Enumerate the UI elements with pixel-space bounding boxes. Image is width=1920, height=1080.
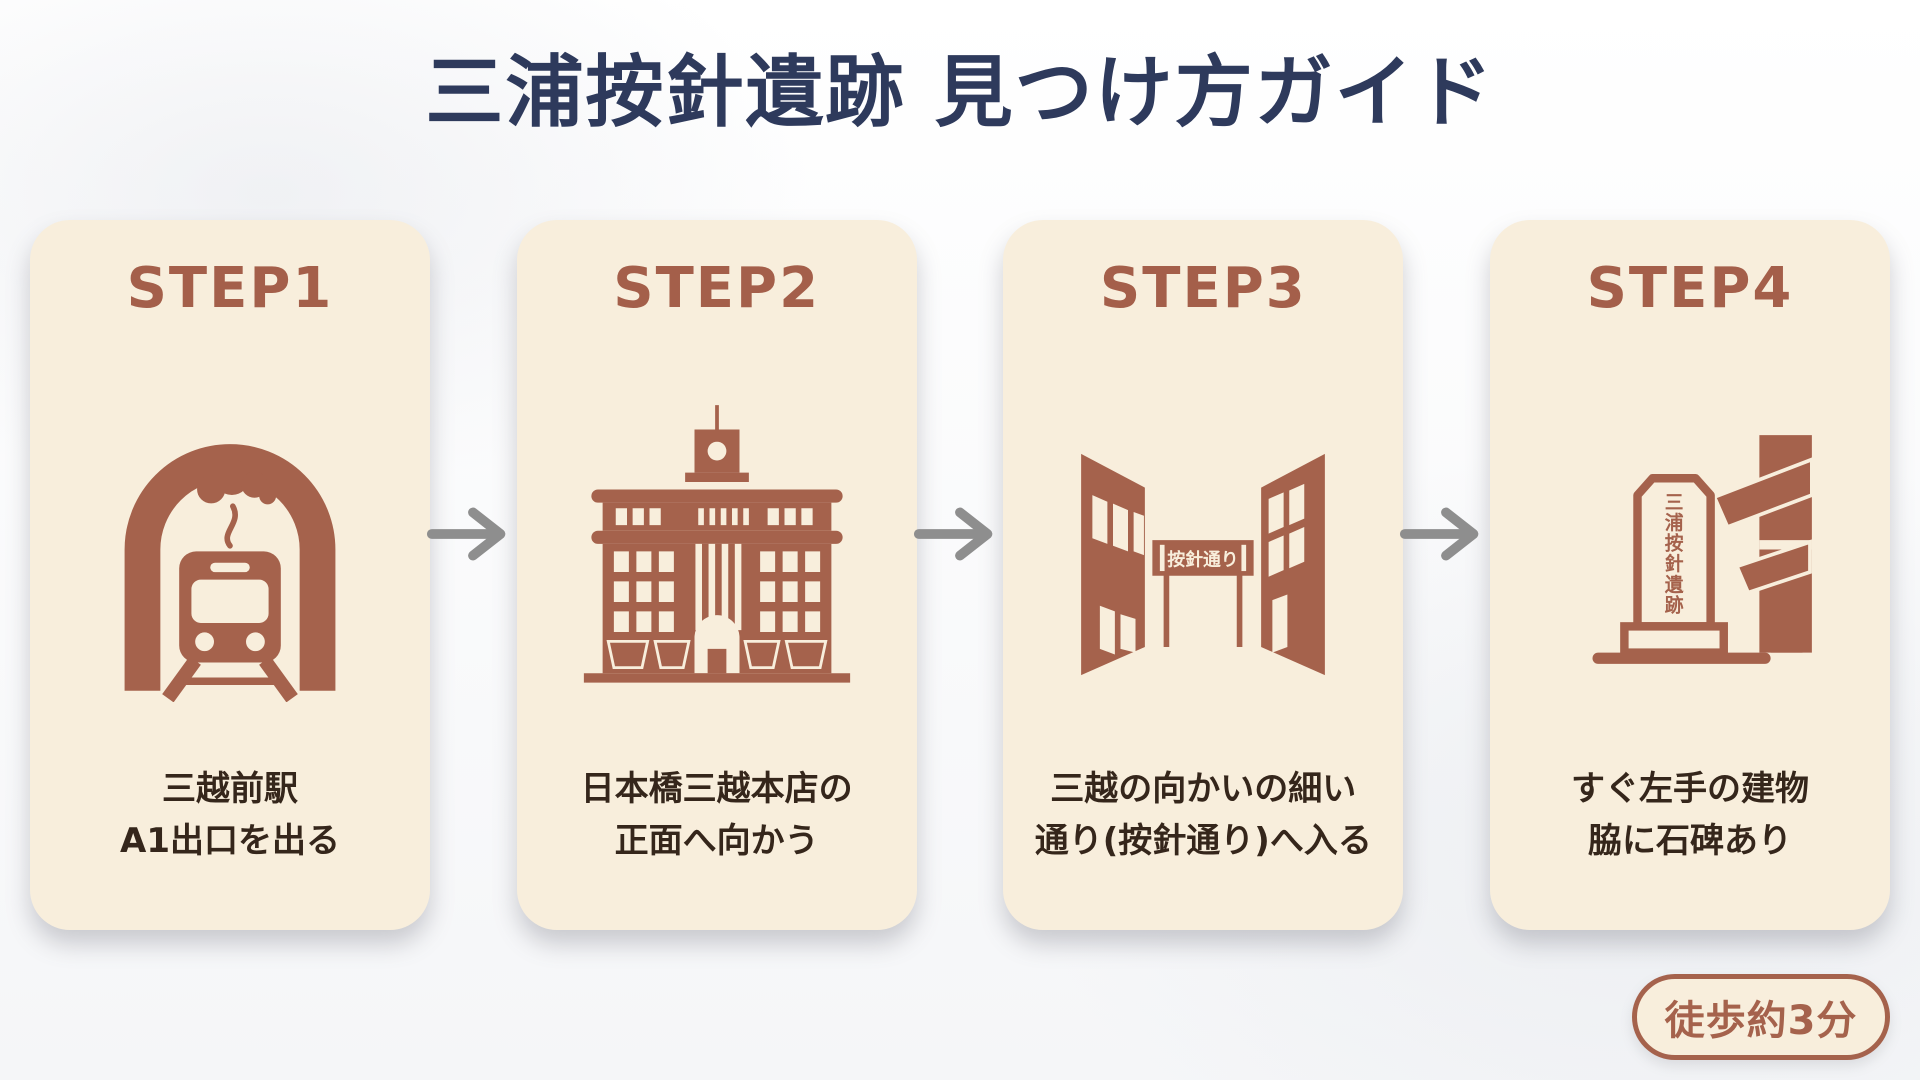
stone-stele: 三 浦 按 針 遺 跡 [1592,473,1771,664]
shop-awnings [606,639,828,669]
left-building [1081,453,1146,675]
svg-text:按: 按 [1665,531,1684,554]
svg-text:跡: 跡 [1665,593,1684,616]
stele-vertical-text: 三 浦 按 針 遺 跡 [1665,492,1684,616]
ground-line [583,673,850,683]
step-icon-area: 三 浦 按 針 遺 跡 [1490,321,1890,763]
stele-pedestal [1620,621,1728,657]
walk-time-badge: 徒歩約3分 [1632,974,1890,1060]
caption-line: すぐ左手の建物 [1570,768,1809,809]
clock-tower [684,404,749,482]
svg-text:針: 針 [1665,552,1684,575]
caption-line: 日本橋三越本店の [580,768,853,809]
svg-text:浦: 浦 [1665,511,1684,534]
svg-text:遺: 遺 [1665,573,1684,596]
step-caption: すぐ左手の建物 脇に石碑あり [1571,763,1809,868]
right-building [1261,453,1326,675]
step-label: STEP3 [1099,256,1307,321]
step-icon-area: 按針通り [1003,321,1403,763]
ground-line [1592,652,1771,664]
step-card-4: STEP4 三 浦 按 [1489,220,1890,930]
background-building [1711,434,1814,653]
step-label: STEP4 [1586,256,1794,321]
step-label: STEP1 [126,256,334,321]
right-arrow-icon-3 [1399,507,1479,561]
steps-row: STEP1 [30,220,1890,930]
entrance-arch [694,614,740,674]
caption-line: 三越の向かいの細い [1050,768,1357,809]
step-caption: 三越の向かいの細い 通り(按針通り)へ入る [1035,763,1372,868]
step-icon-area [517,321,917,763]
step-card-1: STEP1 [30,220,430,930]
step-card-3: STEP3 [1003,220,1404,930]
right-arrow-icon-1 [426,507,506,561]
caption-line: 通り(按針通り)へ入る [1034,821,1372,862]
caption-line: 三越前駅 [161,768,298,809]
caption-line: 脇に石碑あり [1587,821,1792,862]
step-icon-area [30,321,430,763]
street-sign-text: 按針通り [1168,548,1239,570]
stone-monument-icon: 三 浦 按 針 遺 跡 [1592,434,1814,664]
department-store-icon [583,404,850,683]
caption-line: 正面へ向かう [614,821,819,862]
street-sign: 按針通り [1152,539,1254,647]
caption-line: A1出口を出る [120,821,340,862]
train-tunnel-icon [124,443,336,702]
walk-time-label: 徒歩約3分 [1664,998,1858,1044]
step-caption: 三越前駅 A1出口を出る [120,763,340,868]
right-arrow-icon-2 [913,507,993,561]
svg-text:三: 三 [1665,492,1684,513]
steam-cloud [197,458,277,549]
alley-street-sign-icon: 按針通り [1081,453,1326,675]
step-label: STEP2 [613,256,821,321]
page-title: 三浦按針遺跡 見つけ方ガイド [425,48,1495,138]
train-front [162,551,298,702]
step-caption: 日本橋三越本店の 正面へ向かう [581,763,853,868]
step-card-2: STEP2 [516,220,917,930]
